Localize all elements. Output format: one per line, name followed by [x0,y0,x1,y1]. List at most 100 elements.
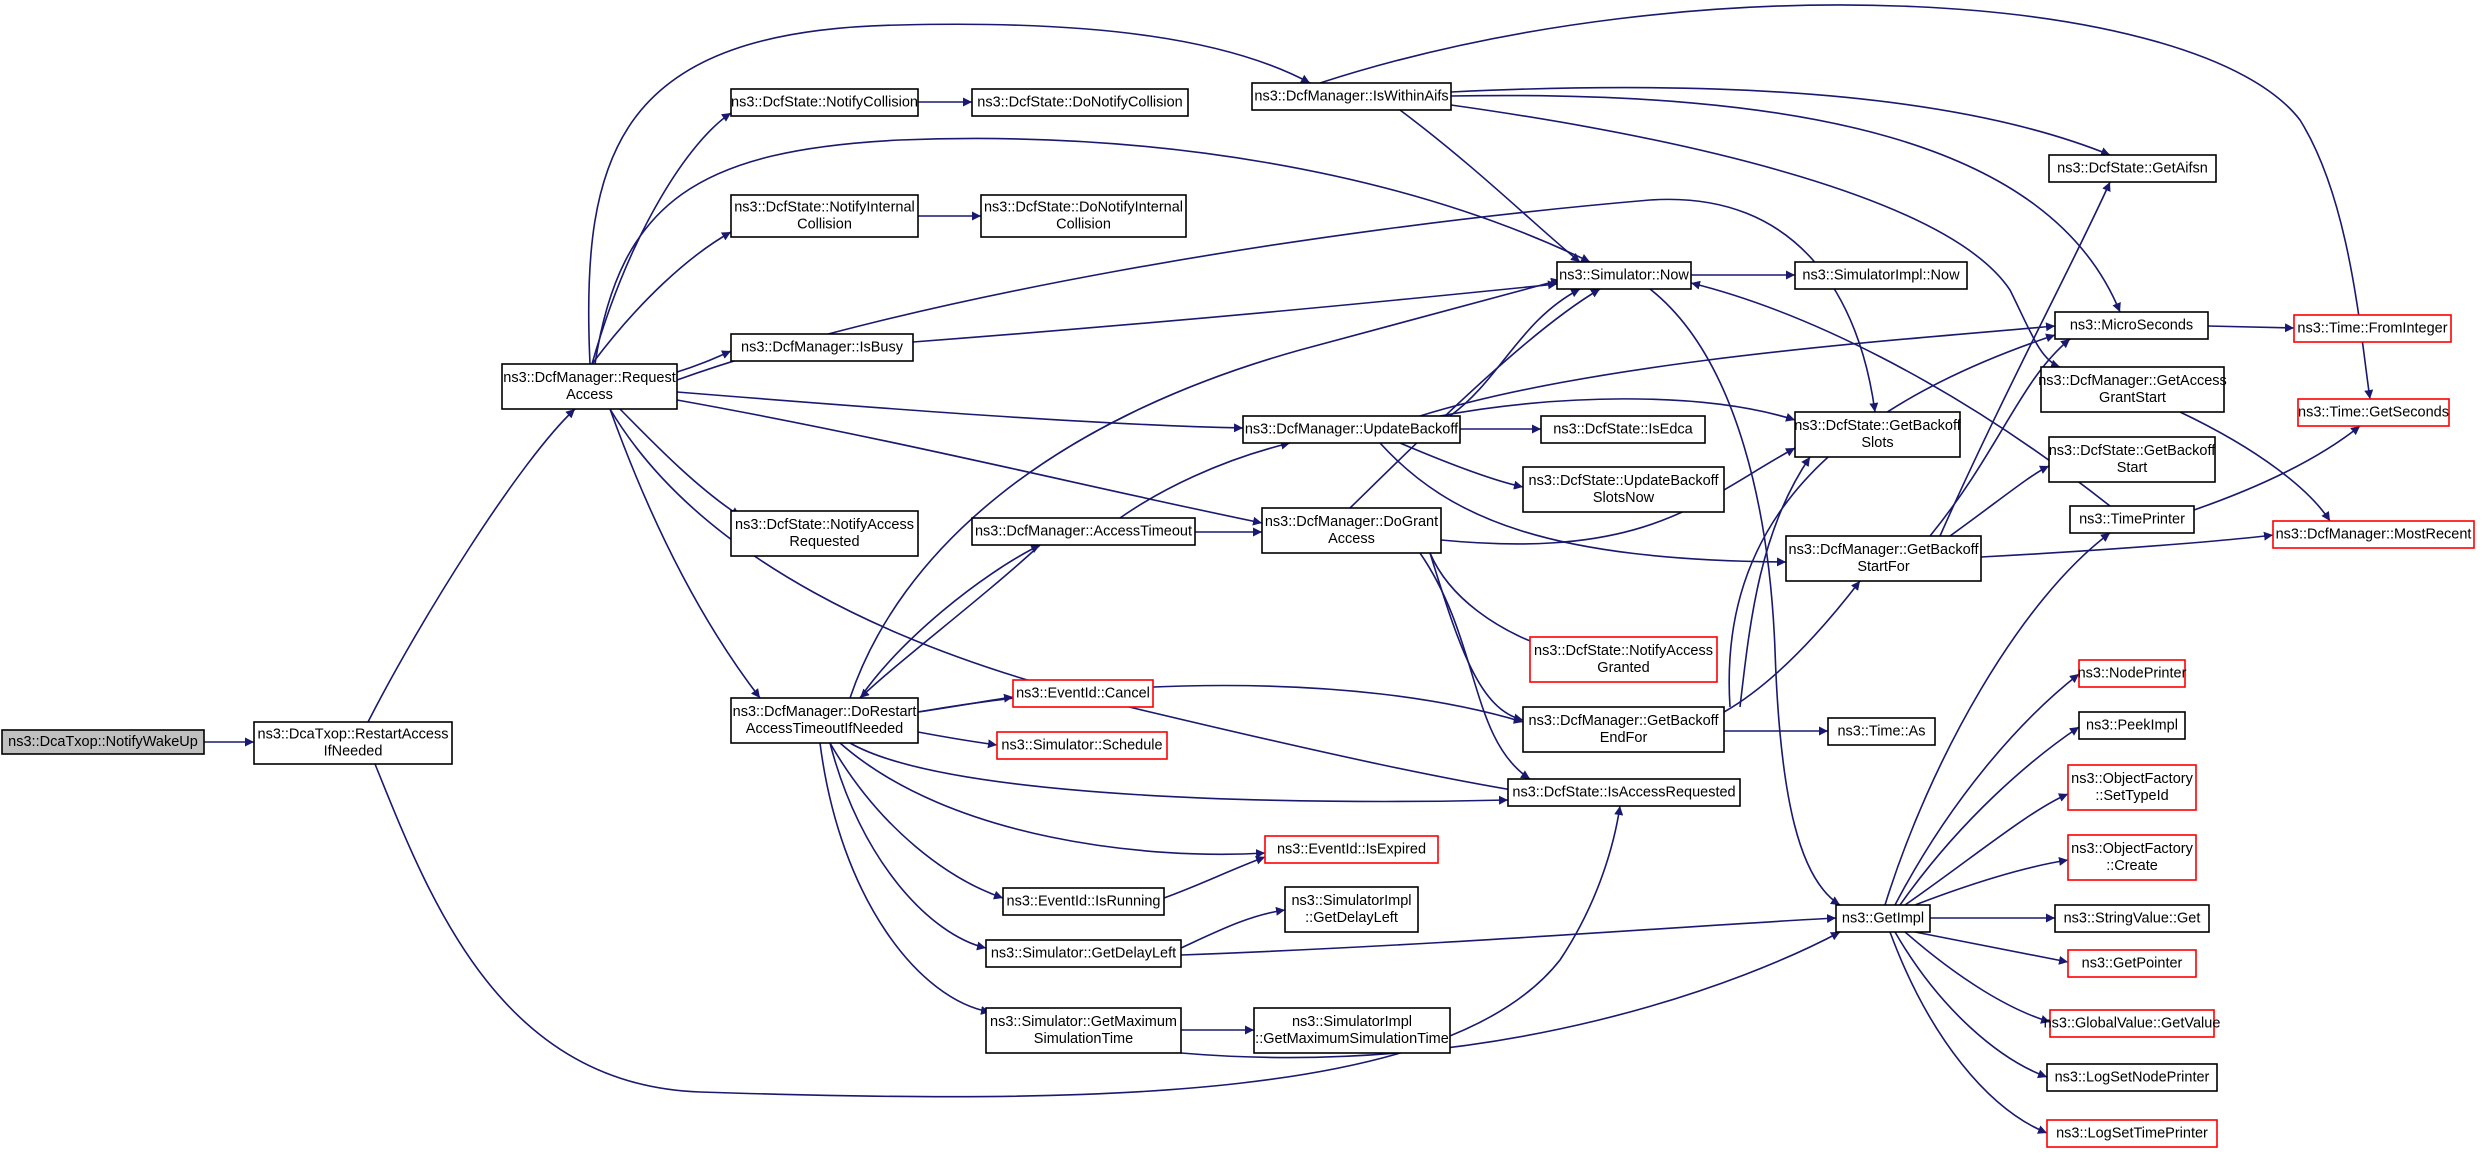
node-logsetnodeprinter[interactable]: ns3::LogSetNodePrinter [2046,1063,2218,1092]
edge-timeprinter-to-simnow [1690,280,2111,507]
node-label: ns3::NodePrinter [2078,666,2187,682]
edge-getbackoffendfor-to-microseconds [1728,333,2056,708]
node-microseconds[interactable]: ns3::MicroSeconds [2054,311,2209,340]
node-getdelayleft[interactable]: ns3::Simulator::GetDelayLeft [985,939,1182,968]
node-box [1242,415,1461,444]
node-box [1835,904,1931,933]
node-simimplnow[interactable]: ns3::SimulatorImpl::Now [1794,261,1968,290]
node-fromInteger[interactable]: ns3::Time::FromInteger [2293,314,2452,343]
node-simnow[interactable]: ns3::Simulator::Now [1556,261,1692,290]
node-globalvalueget[interactable]: ns3::GlobalValue::GetValue [2044,1009,2221,1038]
node-box [996,731,1168,760]
node-logsettimeprinter[interactable]: ns3::LogSetTimePrinter [2046,1119,2218,1148]
node-accesstimeout[interactable]: ns3::DcfManager::AccessTimeout [971,517,1196,546]
node-label: ns3::DcfState::DoNotifyCollision [977,95,1183,111]
node-stringvalueget[interactable]: ns3::StringValue::Get [2054,904,2210,933]
node-getpointer[interactable]: ns3::GetPointer [2067,949,2197,978]
node-box [2067,949,2197,978]
node-getseconds[interactable]: ns3::Time::GetSeconds [2297,398,2450,427]
node-label: ns3::GetPointer [2082,956,2183,972]
node-box [1261,507,1442,554]
node-label: ::Create [2106,858,2158,874]
node-eventcancel[interactable]: ns3::EventId::Cancel [1012,679,1154,708]
node-getaifsn[interactable]: ns3::DcfState::GetAifsn [2048,154,2217,183]
node-label: ns3::DcfManager::MostRecent [2276,527,2472,543]
node-box [1002,887,1165,916]
edge-getimpl-to-peekimpl [1899,726,2080,906]
node-updatebackoff[interactable]: ns3::DcfManager::UpdateBackoff [1242,415,1461,444]
node-box [1529,636,1718,683]
edge-updatebackoff-to-getbackoffslots [1439,398,1796,422]
nodes-layer: ns3::DcaTxop::NotifyWakeUp ns3::DcaTxop::… [1,82,2475,1148]
node-isedca[interactable]: ns3::DcfState::IsEdca [1540,415,1706,444]
edge-dorestart-to-isrunning [829,742,1004,900]
node-label: Granted [1597,660,1649,676]
node-timeas[interactable]: ns3::Time::As [1827,717,1936,746]
edge-isrunning-to-isexpired [1163,855,1266,899]
edge-getimpl-to-getpointer [1914,931,2069,965]
node-label: ns3::DcfManager::UpdateBackoff [1245,422,1459,438]
edge-getbackoffstartfor-to-mostrecent [1980,531,2274,558]
node-implgetmaxsim[interactable]: ns3::SimulatorImpl::GetMaximumSimulation… [1253,1007,1451,1054]
edge-requestaccess-to-notifyinternal [591,231,732,365]
node-label: ns3::Simulator::GetMaximum [990,1014,1177,1030]
node-notifywakeup[interactable]: ns3::DcaTxop::NotifyWakeUp [1,729,205,755]
edge-getbackoffstartfor-to-getaifsn [1939,181,2111,537]
node-label: ns3::DcfManager::IsWithinAifs [1254,89,1448,105]
node-ofcreate[interactable]: ns3::ObjectFactory::Create [2067,834,2197,881]
node-label: AccessTimeoutIfNeeded [746,721,903,737]
node-box [980,194,1187,238]
node-getmaxsim[interactable]: ns3::Simulator::GetMaximumSimulationTime [985,1007,1182,1054]
node-nodeprinter[interactable]: ns3::NodePrinter [2078,659,2187,688]
node-mostrecent[interactable]: ns3::DcfManager::MostRecent [2272,520,2475,549]
node-box [1522,706,1725,753]
node-label: GrantStart [2099,390,2166,406]
node-label: ns3::SimulatorImpl [1291,893,1411,909]
node-donotifycollision[interactable]: ns3::DcfState::DoNotifyCollision [971,88,1189,117]
node-box [253,721,453,765]
node-iswithinaifs[interactable]: ns3::DcfManager::IsWithinAifs [1251,82,1452,111]
node-box [1,729,205,755]
node-getimpl[interactable]: ns3::GetImpl [1835,904,1931,933]
node-box [1794,261,1968,290]
node-settypeid[interactable]: ns3::ObjectFactory::SetTypeId [2067,764,2197,811]
node-timeprinter[interactable]: ns3::TimePrinter [2069,505,2195,534]
node-label: ns3::MicroSeconds [2070,318,2193,334]
node-label: ns3::DcaTxop::RestartAccess [258,727,449,743]
node-isrunning[interactable]: ns3::EventId::IsRunning [1002,887,1165,916]
node-box [985,1007,1182,1054]
edge-requestaccess-to-notifyaccessreq [619,408,741,517]
node-box [2054,904,2210,933]
edge-updatebackoff-to-getbackoffstartfor [1379,442,1787,567]
node-notifycollision[interactable]: ns3::DcfState::NotifyCollision [730,88,919,117]
node-isaccessrequested[interactable]: ns3::DcfState::IsAccessRequested [1507,778,1741,807]
node-label: Slots [1861,435,1893,451]
node-label: ns3::GetImpl [1842,911,1924,927]
node-isexpired[interactable]: ns3::EventId::IsExpired [1264,835,1439,864]
node-isbusy[interactable]: ns3::DcfManager::IsBusy [730,333,914,362]
edge-requestaccess-to-notifycollision [591,112,732,365]
node-label: ns3::SimulatorImpl [1292,1014,1412,1030]
node-label: ns3::DcfManager::DoGrant [1265,514,1438,530]
node-label: ns3::PeekImpl [2086,718,2178,734]
node-dorestart[interactable]: ns3::DcfManager::DoRestartAccessTimeoutI… [730,697,919,744]
node-peekimpl[interactable]: ns3::PeekImpl [2078,711,2186,740]
node-implgetdelayleft[interactable]: ns3::SimulatorImpl::GetDelayLeft [1284,886,1419,933]
node-simschedule[interactable]: ns3::Simulator::Schedule [996,731,1168,760]
node-box [501,363,678,410]
edge-iswithinaifs-to-getseconds [1319,4,2374,400]
